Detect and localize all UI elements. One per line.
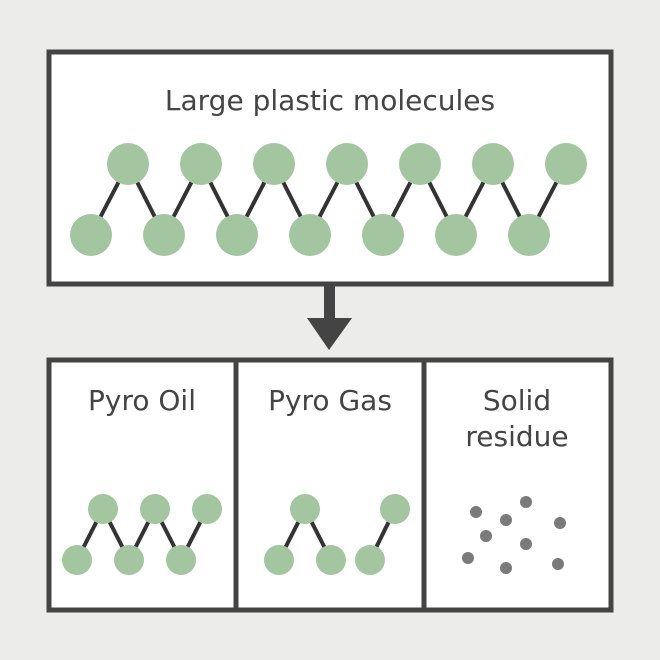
residue-particle: [500, 562, 512, 574]
atom: [216, 214, 258, 256]
long-polymer-chain: [70, 143, 587, 256]
atom: [264, 545, 294, 575]
residue-particle: [520, 496, 532, 508]
atom: [289, 214, 331, 256]
atom: [88, 494, 118, 524]
residue-particle: [554, 517, 566, 529]
residue-particle: [520, 538, 532, 550]
atom: [380, 494, 410, 524]
atom: [472, 143, 514, 185]
solid-residue-label-2: residue: [465, 420, 568, 453]
residue-particle: [470, 506, 482, 518]
product-molecules: [62, 494, 566, 575]
atom: [143, 214, 185, 256]
residue-particle: [552, 558, 564, 570]
atom: [545, 143, 587, 185]
atom: [62, 545, 92, 575]
atom: [290, 494, 320, 524]
atom: [114, 545, 144, 575]
atom: [166, 545, 196, 575]
residue-particle: [500, 514, 512, 526]
atom: [355, 545, 385, 575]
atom: [180, 143, 222, 185]
atom: [326, 143, 368, 185]
down-arrow-icon: [307, 284, 352, 350]
atom: [192, 494, 222, 524]
atom: [399, 143, 441, 185]
pyro-oil-label: Pyro Oil: [88, 384, 196, 417]
atom: [253, 143, 295, 185]
atom: [107, 143, 149, 185]
atom: [316, 545, 346, 575]
atom: [435, 214, 477, 256]
solid-residue-label-1: Solid: [483, 384, 551, 417]
atom: [70, 214, 112, 256]
molecules-title: Large plastic molecules: [165, 84, 495, 117]
atom: [362, 214, 404, 256]
residue-particle: [462, 552, 474, 564]
pyro-gas-label: Pyro Gas: [268, 384, 392, 417]
atom: [508, 214, 550, 256]
residue-particle: [480, 530, 492, 542]
atom: [140, 494, 170, 524]
